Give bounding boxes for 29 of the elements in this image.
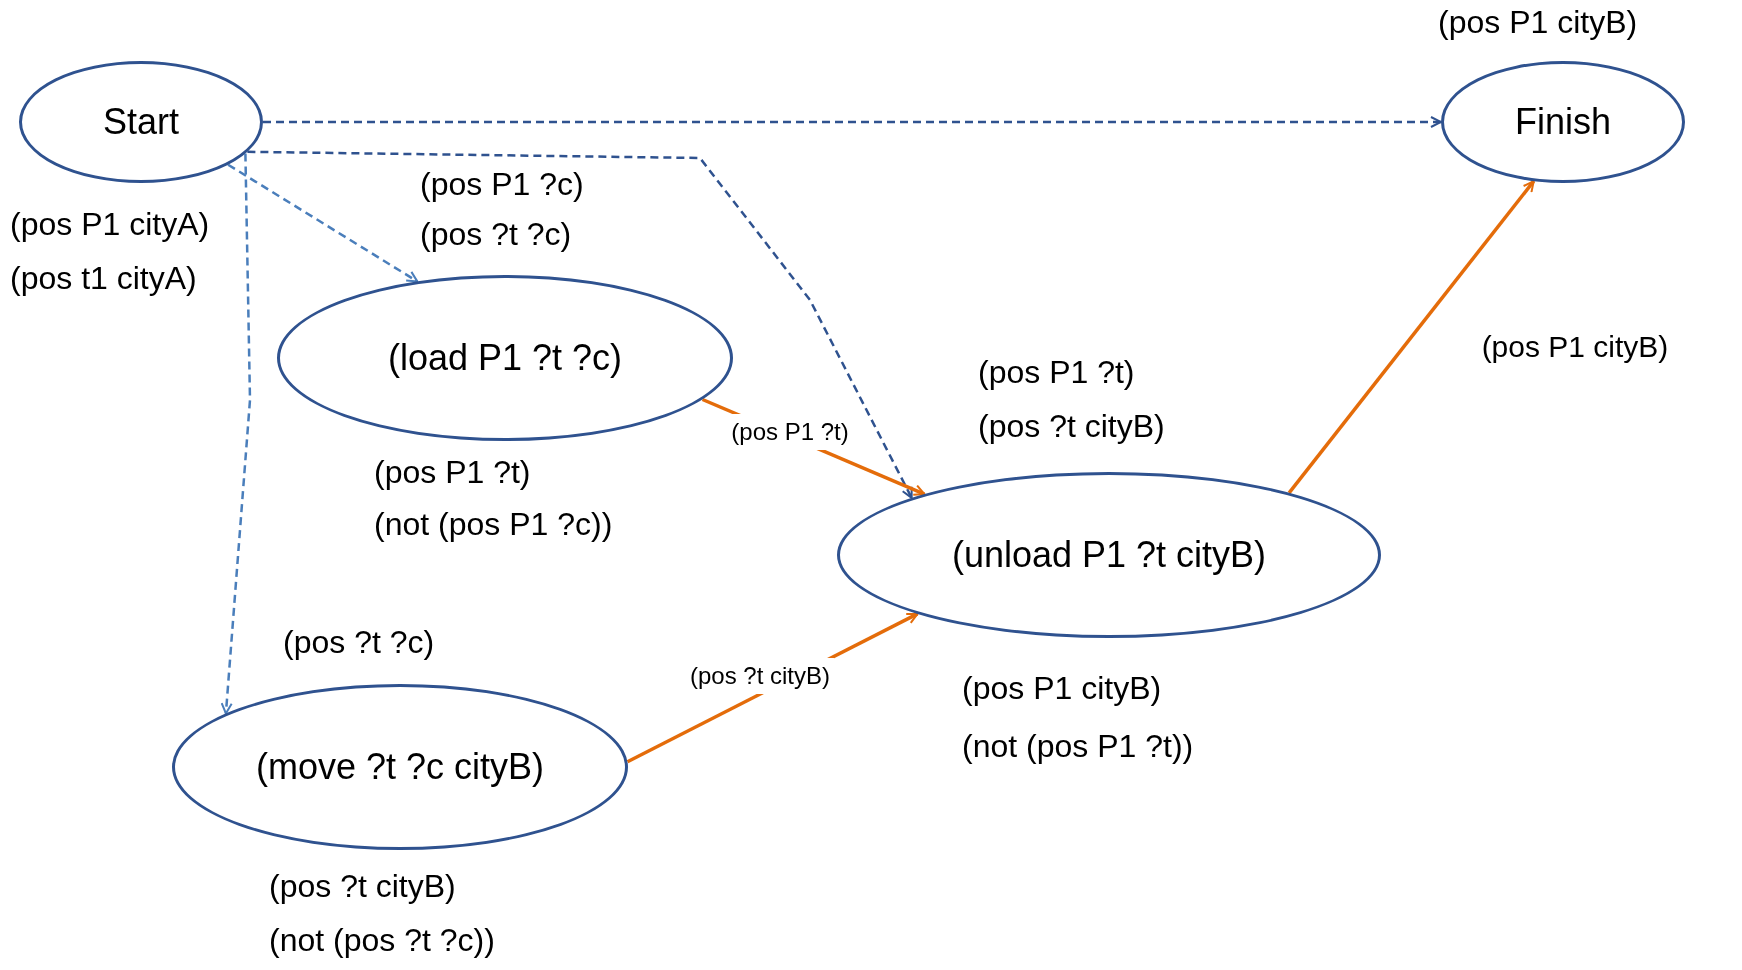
dashed-arrow [263,116,1442,128]
node-label: (load P1 ?t ?c) [387,336,623,380]
condition-text: (not (pos ?t ?c)) [269,921,495,960]
condition-text: (pos P1 ?t) [978,353,1135,392]
state-ellipse [19,61,263,183]
state-ellipse [277,275,733,441]
condition-text: (not (pos P1 ?c)) [374,505,613,544]
state-ellipse [837,472,1381,638]
condition-text: (pos ?t cityB) [978,407,1165,446]
node-label: Start [103,100,179,144]
condition-text: (not (pos P1 ?t)) [962,727,1194,766]
condition-text: (pos ?t ?c) [283,623,435,662]
condition-text: (pos P1 cityA) [10,205,210,244]
condition-text: (pos P1 ?c) [420,165,584,204]
condition-text: (pos ?t cityB) [269,867,456,906]
state-ellipse [1441,61,1685,183]
condition-text: (pos P1 cityB) [962,669,1162,708]
condition-text: (pos P1 ?t) [374,453,531,492]
condition-text: (pos ?t ?c) [420,215,572,254]
state-ellipse [172,684,628,850]
node-label: Finish [1515,100,1611,144]
condition-text: (pos P1 cityB) [1438,3,1638,42]
dashed-arrow [227,163,419,283]
node-label: (move ?t ?c cityB) [255,745,545,789]
dashed-arrow [220,153,252,715]
dashed-arrow [247,150,913,499]
condition-text: (pos t1 cityA) [10,259,197,298]
arrow [1287,180,1536,494]
node-label: (unload P1 ?t cityB) [951,533,1267,577]
